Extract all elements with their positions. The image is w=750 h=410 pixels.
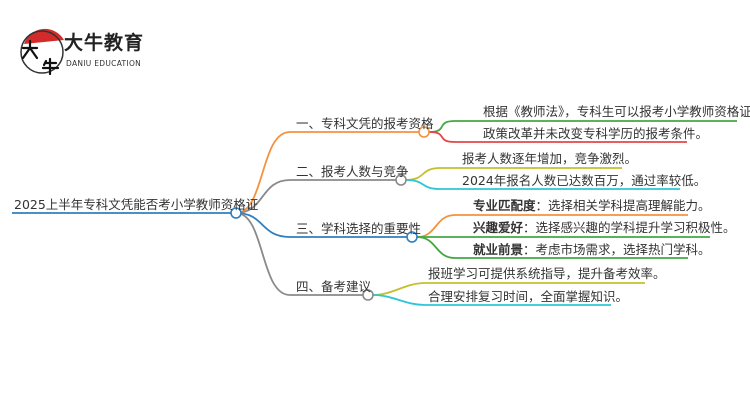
logo-mark-icon	[20, 28, 64, 76]
leaf-2-2: 2024年报名人数已达数百万，通过率较低。	[462, 173, 707, 188]
leaf-text: ：选择相关学科提高理解能力。	[535, 198, 711, 213]
leaf-bold: 专业匹配度	[473, 198, 536, 213]
logo-subtitle: DANIU EDUCATION	[66, 59, 142, 68]
leaf-bold: 就业前景	[473, 242, 524, 257]
branch-connector	[235, 212, 412, 238]
leaf-1-1: 根据《教师法》，专科生可以报考小学教师资格证。	[483, 104, 750, 119]
leaf-3-2: 兴趣爱好：选择感兴趣的学科提升学习积极性。	[473, 220, 736, 236]
leaf-bold: 兴趣爱好	[473, 220, 524, 235]
leaf-4-2: 合理安排复习时间，全面掌握知识。	[428, 289, 629, 304]
branch-1[interactable]: 一、专科文凭的报考资格	[296, 116, 434, 131]
branch-node-circle[interactable]	[362, 289, 374, 301]
branch-connector	[235, 179, 401, 214]
branch-2[interactable]: 二、报考人数与竞争	[296, 164, 409, 179]
leaf-2-1: 报考人数逐年增加，竞争激烈。	[462, 151, 638, 166]
leaf-connector	[416, 236, 688, 259]
leaf-text: ：选择感兴趣的学科提升学习积极性。	[523, 220, 736, 235]
branch-node-circle[interactable]	[418, 126, 430, 138]
root-node-circle[interactable]	[230, 207, 242, 219]
logo-name: 大牛教育	[64, 32, 145, 54]
leaf-text: ：考虑市场需求，选择热门学科。	[523, 242, 711, 257]
branch-3[interactable]: 三、学科选择的重要性	[296, 221, 422, 236]
branch-4[interactable]: 四、备考建议	[296, 279, 372, 294]
branch-connector	[235, 131, 424, 214]
branch-node-circle[interactable]	[395, 174, 407, 186]
leaf-3-1: 专业匹配度：选择相关学科提高理解能力。	[473, 198, 711, 214]
branch-connector	[235, 212, 368, 296]
leaf-connector	[405, 179, 680, 190]
leaf-4-1: 报班学习可提供系统指导，提升备考效率。	[428, 266, 666, 281]
leaf-1-2: 政策改革并未改变专科学历的报考条件。	[483, 126, 709, 141]
leaf-connector	[428, 131, 687, 143]
branch-node-circle[interactable]	[406, 231, 418, 243]
leaf-connector	[372, 294, 611, 306]
leaf-3-3: 就业前景：考虑市场需求，选择热门学科。	[473, 242, 711, 258]
root-node[interactable]: 2025上半年专科文凭能否考小学教师资格证	[14, 197, 259, 212]
